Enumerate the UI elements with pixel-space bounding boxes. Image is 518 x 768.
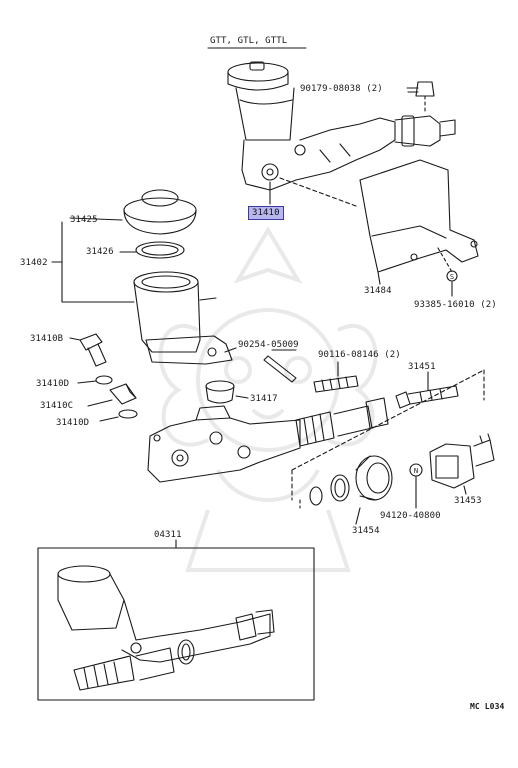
callout-31425: 31425 xyxy=(70,215,98,225)
bolt-31410B xyxy=(69,333,107,367)
piston-assembly xyxy=(295,397,389,447)
callout-31454: 31454 xyxy=(352,526,380,536)
seal-kit-31454 xyxy=(309,455,393,525)
bracket-31484: S xyxy=(359,159,479,297)
reservoir-cap-31425 xyxy=(69,189,197,235)
svg-text:N: N xyxy=(414,467,418,475)
callout-04311: 04311 xyxy=(154,530,182,540)
diaphragm-31426 xyxy=(119,241,185,259)
pin-90254 xyxy=(263,349,297,383)
callout-31410C: 31410C xyxy=(40,401,74,411)
callout-31410D-upper: 31410D xyxy=(36,379,70,389)
inset-box-04311 xyxy=(37,547,315,701)
callout-31402: 31402 xyxy=(20,258,48,268)
grommet-31417 xyxy=(205,380,249,404)
variant-label: GTT, GTL, GTTL xyxy=(210,36,288,46)
bolt-31451 xyxy=(395,371,459,409)
master-cylinder-body xyxy=(147,405,301,483)
callout-90254-05009: 90254-05009 xyxy=(238,340,299,350)
callout-94120-40800: 94120-40800 xyxy=(380,511,441,521)
svg-text:S: S xyxy=(450,273,454,281)
repair-kit-04311 xyxy=(57,565,275,691)
watermark-emblem xyxy=(158,226,378,572)
callout-90116-08146: 90116-08146 (2) xyxy=(318,350,401,360)
clevis-31453 xyxy=(429,433,495,495)
washer-31410D-lower xyxy=(99,409,138,422)
stud-90116 xyxy=(313,361,359,393)
callout-31410D-lower: 31410D xyxy=(56,418,90,428)
nut-94120: N xyxy=(409,463,423,509)
washer-31410D-upper xyxy=(77,375,113,385)
diagram-code: MC L034 xyxy=(470,702,505,711)
group-brace-31402 xyxy=(61,221,135,303)
bolt-90179 xyxy=(406,81,435,115)
callout-31410-highlight[interactable]: 31410 xyxy=(248,206,284,220)
callout-31417: 31417 xyxy=(250,394,278,404)
callout-31451: 31451 xyxy=(408,362,436,372)
callout-31453: 31453 xyxy=(454,496,482,506)
reservoir-31402 xyxy=(133,271,233,365)
callout-31484: 31484 xyxy=(364,286,392,296)
callout-31410B: 31410B xyxy=(30,334,64,344)
callout-93385-16010: 93385-16010 (2) xyxy=(414,300,497,310)
master-cylinder-top-assembly xyxy=(227,61,456,191)
callout-31426: 31426 xyxy=(86,247,114,257)
union-31410C xyxy=(87,383,137,407)
callout-90179-08038: 90179-08038 (2) xyxy=(300,84,383,94)
